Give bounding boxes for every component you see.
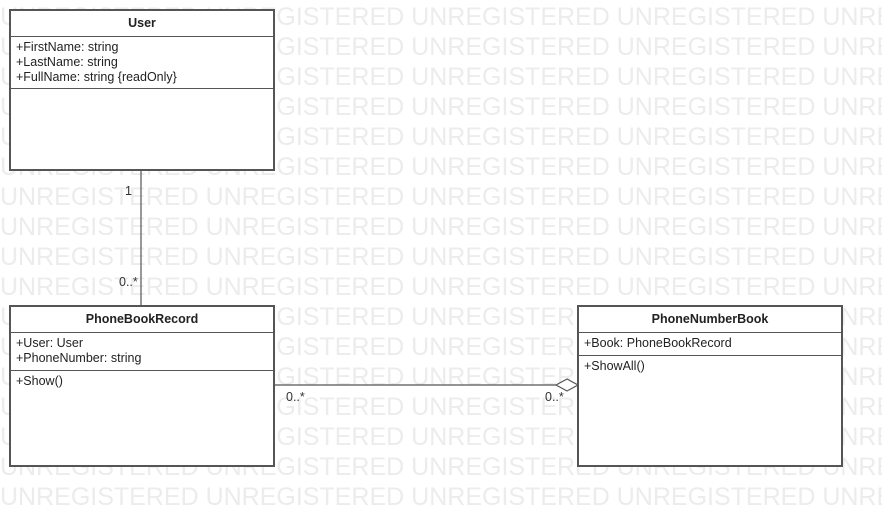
operations-compartment: +ShowAll() [579,356,841,465]
operation: +ShowAll() [584,359,645,373]
attributes-compartment: +FirstName: string +LastName: string +Fu… [11,37,273,89]
class-user[interactable]: User +FirstName: string +LastName: strin… [9,9,275,171]
operations-compartment: +Show() [11,371,273,465]
attributes-compartment: +User: User +PhoneNumber: string [11,333,273,371]
multiplicity-record-aggregation-end: 0..* [286,390,305,404]
attribute: +PhoneNumber: string [16,351,142,365]
class-name: PhoneNumberBook [579,307,841,333]
class-phonenumberbook[interactable]: PhoneNumberBook +Book: PhoneBookRecord +… [577,305,843,467]
class-name: PhoneBookRecord [11,307,273,333]
attribute: +LastName: string [16,55,118,69]
multiplicity-user-end: 1 [125,184,132,198]
attributes-compartment: +Book: PhoneBookRecord [579,333,841,356]
multiplicity-book-aggregation-end: 0..* [545,390,564,404]
multiplicity-record-end: 0..* [119,275,138,289]
operation: +Show() [16,374,63,388]
operations-compartment [11,89,273,169]
class-name: User [11,11,273,37]
class-phonebookrecord[interactable]: PhoneBookRecord +User: User +PhoneNumber… [9,305,275,467]
attribute: +FullName: string {readOnly} [16,70,177,84]
attribute: +User: User [16,336,84,350]
attribute: +FirstName: string [16,40,119,54]
attribute: +Book: PhoneBookRecord [584,336,732,350]
